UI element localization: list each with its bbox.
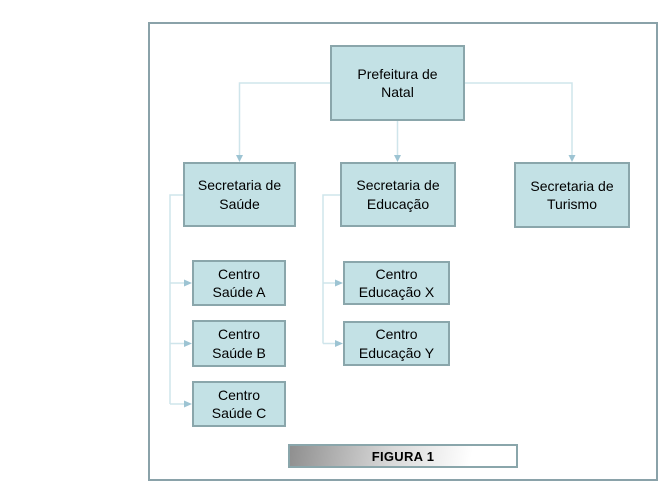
node-label: Centro Saúde B <box>212 326 266 361</box>
arrowhead-right-educacao-y-icon <box>335 340 343 347</box>
arrowhead-right-saude-b-icon <box>184 340 192 347</box>
arrowhead-down-educacao-icon <box>394 155 401 162</box>
node-secretaria-de-turismo: Secretaria de Turismo <box>514 162 630 228</box>
node-label: Secretaria de Turismo <box>530 177 614 212</box>
node-centro-educacao-x: Centro Educação X <box>343 261 450 305</box>
node-label: Centro Saúde A <box>212 265 266 300</box>
figure-caption-banner: FIGURA 1 <box>288 444 518 468</box>
node-secretaria-de-saude: Secretaria de Saúde <box>183 162 296 227</box>
node-secretaria-de-educacao: Secretaria de Educação <box>340 162 456 227</box>
node-prefeitura-de-natal: Prefeitura de Natal <box>330 45 465 121</box>
arrowhead-right-saude-a-icon <box>184 279 192 287</box>
figure-caption: FIGURA 1 <box>371 448 435 464</box>
node-centro-educacao-y: Centro Educação Y <box>343 321 450 366</box>
node-centro-saude-c: Centro Saúde C <box>192 381 286 427</box>
node-label: Centro Educação Y <box>358 326 435 361</box>
arrowhead-right-educacao-x-icon <box>335 279 343 287</box>
connector-root-turismo <box>465 82 573 156</box>
arrowhead-down-turismo-icon <box>568 155 576 162</box>
node-label: Secretaria de Educação <box>356 177 440 212</box>
node-centro-saude-a: Centro Saúde A <box>192 260 286 306</box>
node-label: Prefeitura de Natal <box>357 65 438 100</box>
connector-root-saude <box>238 82 330 156</box>
node-label: Secretaria de Saúde <box>197 177 282 212</box>
node-label: Centro Saúde C <box>211 386 267 421</box>
node-centro-saude-b: Centro Saúde B <box>192 320 286 367</box>
connector-saude-spine <box>169 194 183 404</box>
arrowhead-right-saude-c-icon <box>184 400 192 408</box>
node-label: Centro Educação X <box>358 265 435 300</box>
connector-educacao-spine <box>322 194 340 344</box>
arrowhead-down-saude-icon <box>236 155 243 162</box>
